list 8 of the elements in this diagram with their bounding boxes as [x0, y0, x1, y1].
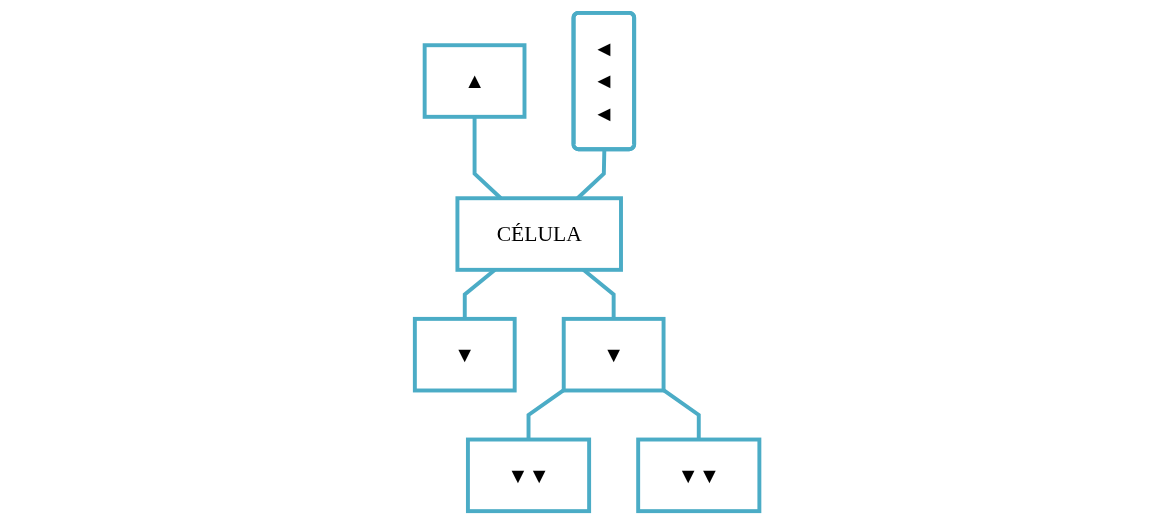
connector: [662, 388, 702, 440]
connector: [526, 388, 566, 440]
node-box: ▼▼: [466, 437, 592, 514]
node-box: ▼▼: [636, 437, 762, 514]
node-box: ▼: [562, 316, 666, 393]
node-box: CÉLULA: [455, 196, 624, 272]
node-box: ▼: [413, 316, 518, 393]
node-box: ▲: [423, 43, 527, 119]
